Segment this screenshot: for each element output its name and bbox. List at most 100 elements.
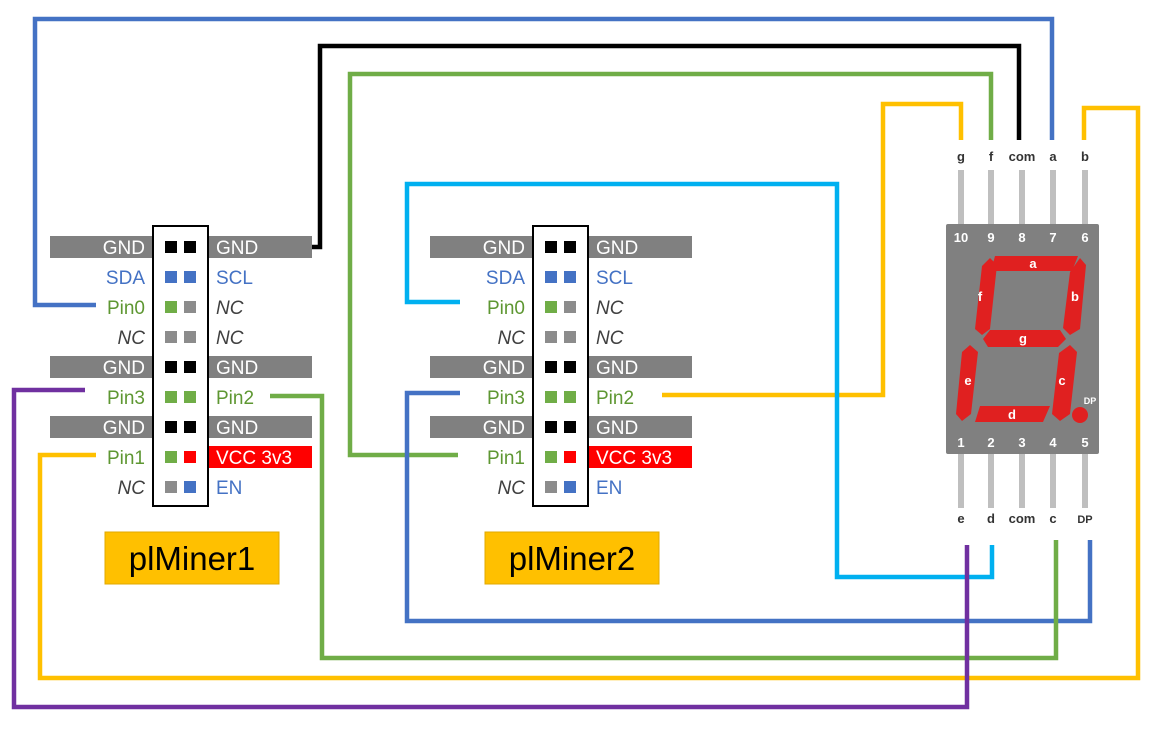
pin-header — [152, 225, 209, 507]
pin-square-left — [545, 391, 557, 403]
segment-labels: a b c d e f g DP — [964, 256, 1096, 422]
pin-square-left — [165, 301, 177, 313]
pin-square-right — [564, 421, 576, 433]
segment-dp — [1072, 407, 1088, 423]
pin-label-right: VCC 3v3 — [596, 448, 672, 469]
pin-square-left — [165, 331, 177, 343]
segment-label-a: a — [1029, 256, 1037, 271]
segment-c — [1052, 345, 1077, 421]
segment-label-f: f — [978, 289, 983, 304]
pin-leg-top — [1050, 170, 1056, 226]
wire-pin1-board1-to-b — [37, 105, 1141, 681]
pin-square-right — [184, 391, 196, 403]
pin-square-left — [545, 451, 557, 463]
pin-leg-bottom — [988, 452, 994, 508]
pin-square-right — [564, 331, 576, 343]
pin-name-bottom: com — [1009, 511, 1036, 526]
pin-label-left: GND — [483, 238, 525, 259]
pin-number-top: 7 — [1049, 230, 1056, 245]
pin-square-left — [165, 241, 177, 253]
segment-b — [1063, 258, 1086, 335]
board-name-box — [484, 531, 660, 585]
pin-square-left — [545, 301, 557, 313]
board-name: plMiner1 — [129, 540, 256, 577]
pin-name-top: b — [1081, 149, 1089, 164]
board-name-box — [104, 531, 280, 585]
segment-g — [983, 330, 1066, 347]
wire-pin0-board1-to-a — [32, 16, 1055, 308]
segment-e — [956, 345, 978, 421]
pin-label-right: GND — [596, 358, 638, 379]
pin-label-right: GND — [216, 358, 258, 379]
pin-square-left — [545, 331, 557, 343]
pin-name-bottom: DP — [1077, 514, 1092, 526]
segment-label-e: e — [964, 373, 971, 388]
pin-label-right: GND — [216, 238, 258, 259]
pin-square-right — [184, 481, 196, 493]
wire-pin2-board2-to-g — [662, 101, 964, 398]
pin-leg-bottom — [1050, 452, 1056, 508]
pin-label-right: SCL — [216, 268, 253, 289]
pin-square-left — [165, 481, 177, 493]
pin-number-top: 8 — [1018, 230, 1025, 245]
segment-f — [975, 258, 997, 335]
pin-label-left: Pin0 — [487, 298, 525, 319]
wire-pin3-board1-to-e — [11, 387, 970, 710]
pin-label-left: GND — [483, 358, 525, 379]
segment-label-d: d — [1008, 407, 1016, 422]
segment-d — [975, 406, 1050, 422]
pin-square-left — [545, 241, 557, 253]
pin-label-left: NC — [498, 478, 526, 499]
pin-label-left: GND — [103, 358, 145, 379]
pin-label-right: EN — [596, 478, 622, 499]
pin-label-left: Pin0 — [107, 298, 145, 319]
pin-leg-bottom — [958, 452, 964, 508]
pin-name-top: com — [1009, 149, 1036, 164]
pin-square-left — [545, 361, 557, 373]
wire-pin3-board2-to-dp — [404, 390, 1093, 624]
wire-pin1-board2-to-f — [347, 71, 994, 458]
pin-number-top: 6 — [1081, 230, 1088, 245]
pin-square-right — [184, 301, 196, 313]
pin-label-right: Pin2 — [596, 388, 634, 409]
pin-number-bottom: 3 — [1018, 435, 1025, 450]
pin-label-left: Pin1 — [487, 448, 525, 469]
pin-label-right: SCL — [596, 268, 633, 289]
pin-square-left — [165, 451, 177, 463]
pin-number-bottom: 5 — [1081, 435, 1088, 450]
wires — [11, 16, 1141, 710]
pin-name-top: f — [989, 149, 994, 164]
pin-square-right — [184, 271, 196, 283]
pin-leg-bottom — [1019, 452, 1025, 508]
pin-number-bottom: 2 — [987, 435, 994, 450]
pin-leg-bottom — [1082, 452, 1088, 508]
pin-number-top: 10 — [954, 230, 968, 245]
pin-number-bottom: 1 — [957, 435, 964, 450]
pin-square-right — [184, 241, 196, 253]
wire-pin0-board2-to-d — [404, 181, 995, 580]
pin-square-right — [564, 241, 576, 253]
pin-square-right — [564, 391, 576, 403]
pin-leg-top — [1082, 170, 1088, 226]
segment-label-dp: DP — [1084, 396, 1097, 406]
pin-square-left — [545, 481, 557, 493]
pin-square-right — [564, 451, 576, 463]
pin-label-right: GND — [216, 418, 258, 439]
pin-number-bottom: 4 — [1049, 435, 1057, 450]
pin-square-left — [165, 391, 177, 403]
vcc-highlight — [208, 446, 312, 468]
pin-label-left: SDA — [486, 268, 525, 289]
pin-label-left: Pin1 — [107, 448, 145, 469]
wire-gnd-board1-to-com — [312, 43, 1022, 250]
segment-a — [991, 256, 1078, 271]
pin-square-left — [165, 421, 177, 433]
pin-leg-top — [1019, 170, 1025, 226]
pin-square-left — [165, 271, 177, 283]
pin-label-left: NC — [118, 478, 146, 499]
